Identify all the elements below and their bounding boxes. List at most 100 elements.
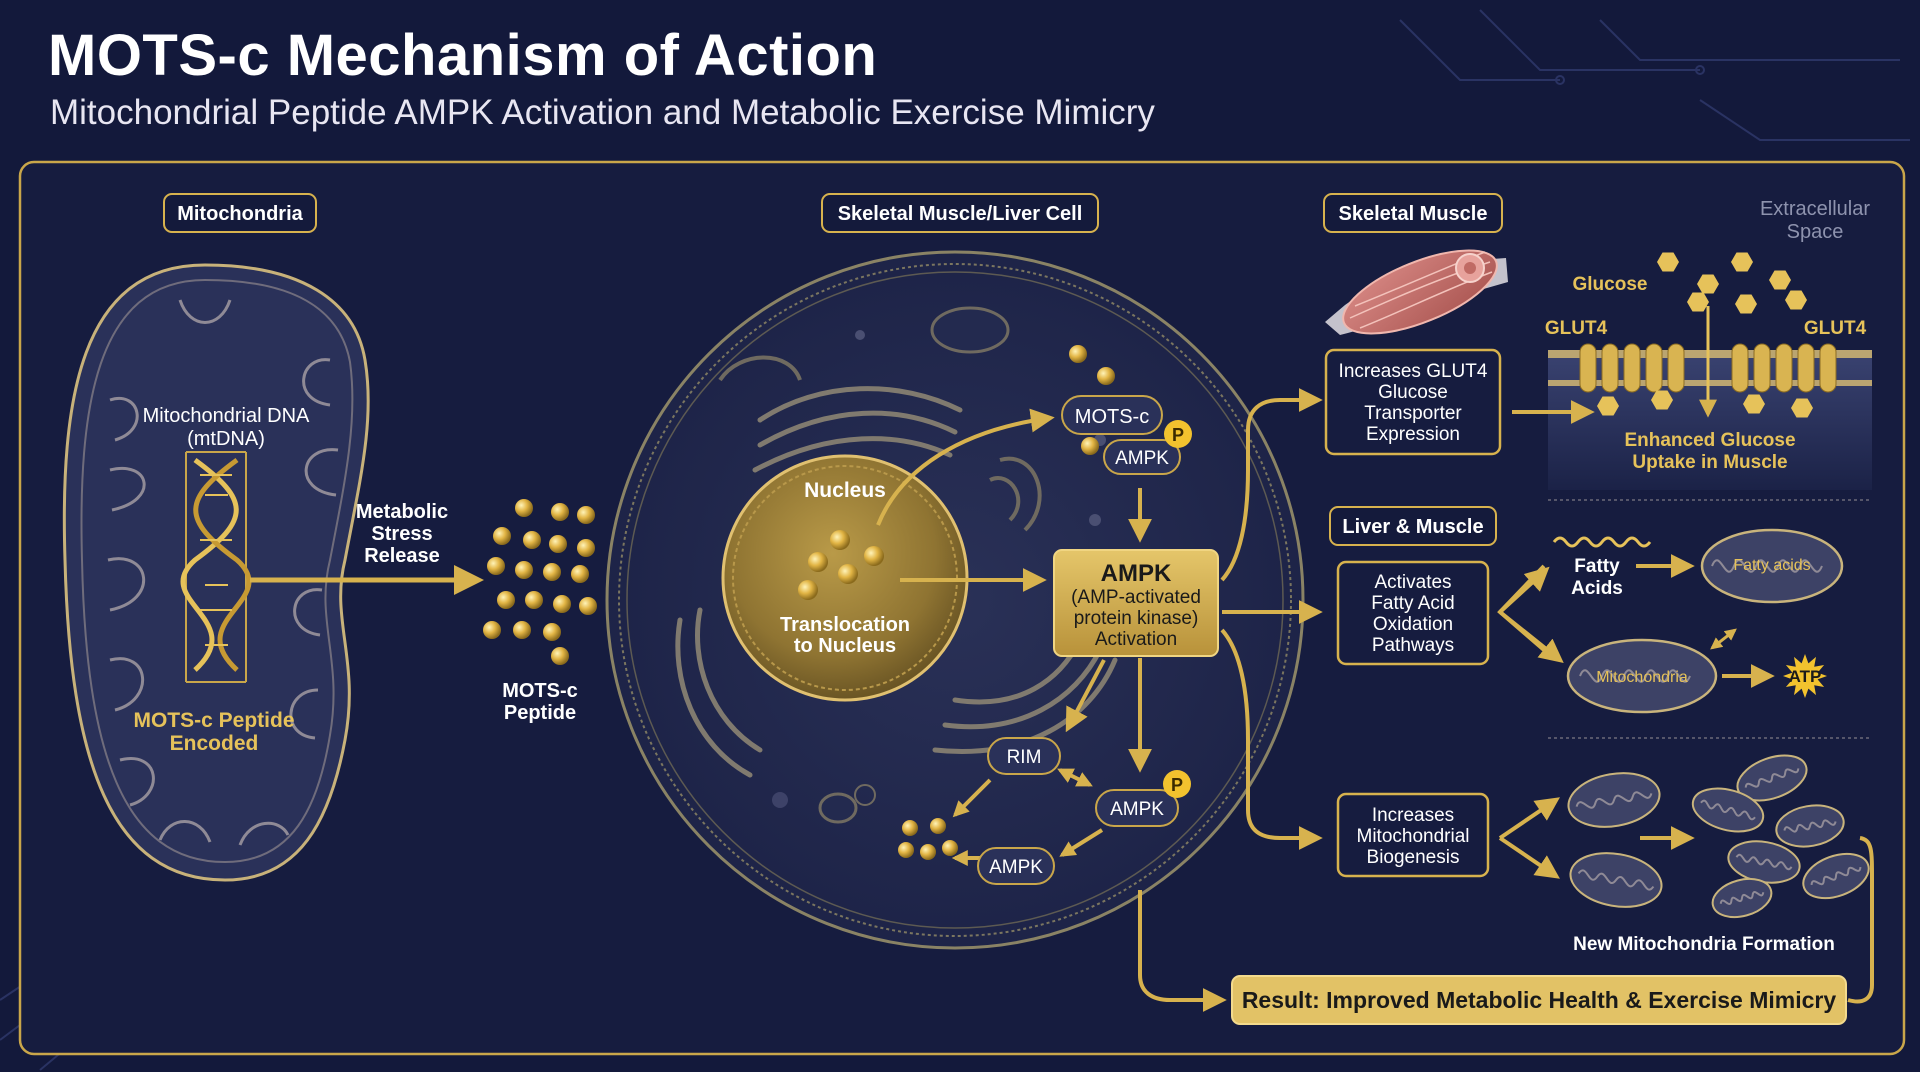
release-label: Metabolic Stress Release [356, 501, 448, 567]
svg-text:MOTS-c: MOTS-c [1075, 406, 1149, 428]
svg-text:Stress: Stress [371, 523, 432, 545]
peptide-sphere [898, 842, 914, 858]
peptide-sphere [830, 530, 850, 550]
peptide-sphere [525, 591, 543, 609]
result-box: Result: Improved Metabolic Health & Exer… [1231, 975, 1847, 1025]
glucose-molecule-icon [1731, 252, 1753, 272]
peptide-sphere [1097, 367, 1115, 385]
atp-burst-icon: ATP [1783, 654, 1827, 698]
section-label-mitochondria: Mitochondria [163, 193, 317, 233]
svg-text:Activates: Activates [1374, 572, 1451, 593]
ampk-pill-upper: AMPK [1103, 439, 1181, 475]
svg-text:GLUT4: GLUT4 [1545, 318, 1608, 339]
glut4-channel [1797, 343, 1815, 393]
phosphate-badge-upper: P [1164, 420, 1192, 448]
peptide-sphere [930, 818, 946, 834]
fatty-acid-panel: Fatty Acids Fatty acids Mitochondria ATP [1552, 528, 1844, 714]
glucose-molecule-icon [1785, 290, 1807, 310]
svg-text:Liver & Muscle: Liver & Muscle [1342, 516, 1483, 538]
mitochondrion-icon [1691, 787, 1765, 833]
rim-pill: RIM [987, 737, 1061, 775]
effect-box-fatty-acid: Activates Fatty Acid Oxidation Pathways [1336, 560, 1490, 666]
peptide-sphere [577, 506, 595, 524]
peptide-sphere [571, 565, 589, 583]
mitochondrion: Mitochondrial DNA (mtDNA) MOTS-c Peptide… [62, 263, 370, 882]
glucose-molecule-icon [1597, 396, 1619, 416]
mitochondrion-small-fatty: Fatty acids [1700, 528, 1844, 604]
peptide-sphere [515, 499, 533, 517]
motsc-pill: MOTS-c [1061, 395, 1163, 435]
ampk-activation-box: AMPK (AMP-activated protein kinase) Acti… [1053, 549, 1219, 657]
peptide-sphere [920, 844, 936, 860]
peptide-sphere [551, 503, 569, 521]
peptide-sphere [579, 597, 597, 615]
svg-text:Biogenesis: Biogenesis [1367, 847, 1460, 868]
peptide-sphere [808, 552, 828, 572]
peptide-sphere [1081, 437, 1099, 455]
fatty-branch-arrows [1497, 564, 1564, 663]
encoded-label: MOTS-c Peptide [133, 709, 294, 732]
svg-text:AMPK: AMPK [1110, 799, 1164, 820]
glucose-uptake-panel: Glucose GLUT4 GLUT4 Enhanced Glucose Upt… [1545, 252, 1872, 490]
new-mitochondria-cluster [1567, 754, 1870, 919]
biogenesis-arrows [1498, 797, 1874, 1004]
glucose-molecule-icon [1743, 394, 1765, 414]
peptide-sphere [523, 531, 541, 549]
peptide-sphere [513, 621, 531, 639]
svg-text:Expression: Expression [1366, 424, 1460, 445]
svg-text:AMPK: AMPK [1115, 448, 1169, 469]
glut4-channel [1819, 343, 1837, 393]
glut4-channel [1667, 343, 1685, 393]
peptide-sphere [543, 563, 561, 581]
svg-text:Mitochondrial: Mitochondrial [1357, 826, 1470, 847]
peptide-sphere [549, 535, 567, 553]
mtdna-label-2: (mtDNA) [187, 428, 265, 450]
extracellular-label: Extracellular Space [1760, 198, 1870, 243]
glut4-channel [1601, 343, 1619, 393]
peptide-sphere [838, 564, 858, 584]
svg-text:Metabolic: Metabolic [356, 501, 448, 523]
svg-text:Increases: Increases [1372, 805, 1454, 826]
section-label-skeletal-muscle: Skeletal Muscle [1323, 193, 1503, 233]
svg-text:Translocation: Translocation [780, 614, 910, 636]
mitochondrion-icon [1569, 852, 1663, 908]
peptide-sphere [942, 840, 958, 856]
mitochondrion-icon [1736, 754, 1808, 802]
svg-text:Extracellular: Extracellular [1760, 198, 1870, 220]
mitochondrion-icon [1802, 852, 1870, 900]
svg-text:Activation: Activation [1095, 629, 1177, 650]
svg-text:Mitochondria: Mitochondria [1596, 669, 1688, 686]
svg-text:MOTS-c: MOTS-c [502, 680, 578, 702]
svg-text:Enhanced Glucose: Enhanced Glucose [1624, 430, 1795, 451]
glut4-channel [1645, 343, 1663, 393]
svg-text:P: P [1172, 425, 1184, 445]
encoded-label-2: Encoded [170, 732, 259, 755]
glucose-molecule-icon [1651, 390, 1673, 410]
svg-text:Release: Release [364, 545, 440, 567]
effect-box-glut4: Increases GLUT4 Glucose Transporter Expr… [1324, 348, 1502, 456]
svg-text:Acids: Acids [1571, 578, 1623, 599]
svg-text:Pathways: Pathways [1372, 635, 1454, 656]
ampk-pill-lower: AMPK [977, 847, 1055, 885]
mitochondrion-small-main: Mitochondria [1566, 638, 1718, 714]
mtdna-helix-icon [180, 451, 252, 683]
glut4-channel [1753, 343, 1771, 393]
peptide-sphere [487, 557, 505, 575]
peptide-sphere [577, 539, 595, 557]
svg-text:Space: Space [1787, 221, 1844, 243]
peptide-sphere [497, 591, 515, 609]
svg-text:Fatty acids: Fatty acids [1733, 557, 1810, 574]
svg-text:Skeletal Muscle: Skeletal Muscle [1339, 203, 1488, 225]
upper-peptides [1069, 345, 1115, 455]
svg-text:protein kinase): protein kinase) [1074, 608, 1199, 629]
svg-text:Skeletal Muscle/Liver Cell: Skeletal Muscle/Liver Cell [838, 203, 1083, 225]
svg-text:GLUT4: GLUT4 [1804, 318, 1867, 339]
peptide-sphere [551, 647, 569, 665]
peptide-label: MOTS-c Peptide [502, 680, 578, 724]
svg-text:to Nucleus: to Nucleus [794, 635, 896, 657]
svg-text:(AMP-activated: (AMP-activated [1071, 587, 1201, 608]
page-subtitle: Mitochondrial Peptide AMPK Activation an… [50, 93, 1155, 132]
peptide-sphere [493, 527, 511, 545]
svg-text:Increases GLUT4: Increases GLUT4 [1339, 361, 1488, 382]
